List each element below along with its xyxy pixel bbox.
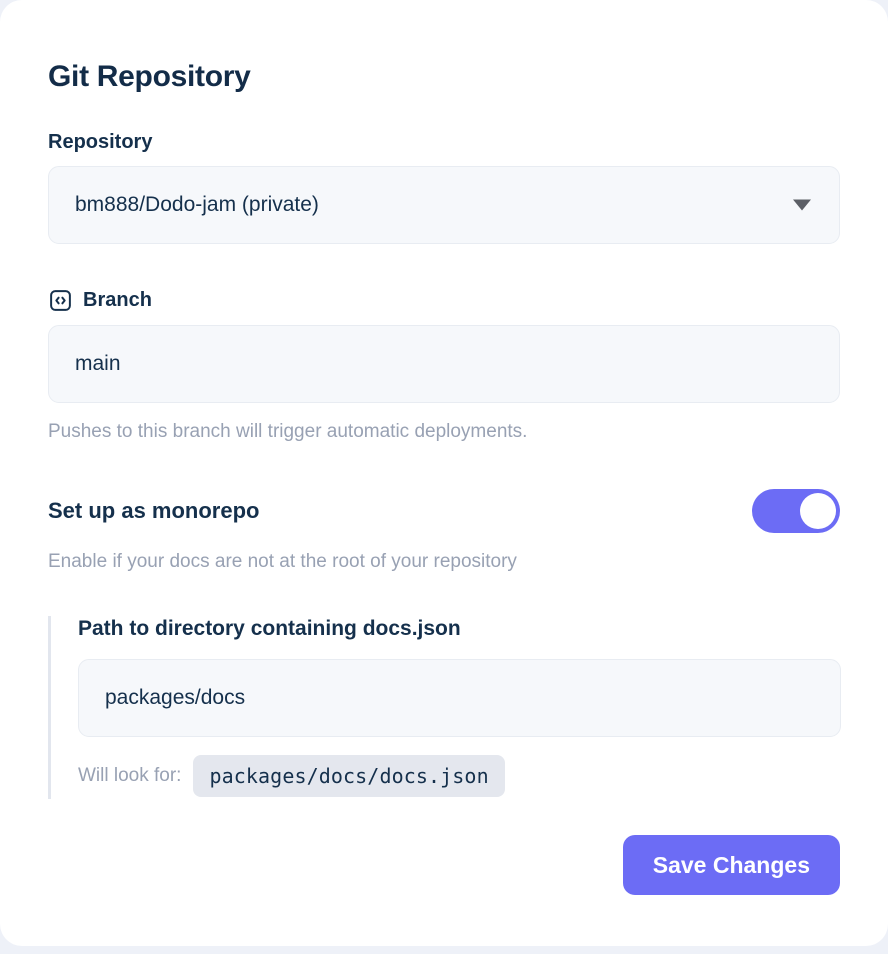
repository-label: Repository (48, 131, 840, 154)
page-title: Git Repository (48, 60, 251, 93)
branch-helper-text: Pushes to this branch will trigger autom… (48, 421, 528, 442)
toggle-knob (800, 492, 836, 529)
chevron-down-icon (793, 199, 811, 211)
path-input[interactable]: packages/docs (78, 659, 841, 738)
path-input-value: packages/docs (105, 686, 246, 710)
card-body: Git Repository Repository bm888/Dodo-jam… (48, 60, 841, 896)
path-heading: Path to directory containing docs.json (78, 617, 461, 641)
monorepo-toggle[interactable] (752, 488, 840, 533)
repository-select[interactable]: bm888/Dodo-jam (private) (48, 166, 840, 244)
will-look-for-path: packages/docs/docs.json (193, 755, 505, 798)
code-square-icon (48, 288, 73, 313)
branch-input-value: main (75, 352, 121, 375)
monorepo-helper-text: Enable if your docs are not at the root … (48, 550, 517, 572)
will-look-for-row: Will look for: packages/docs/docs.json (78, 755, 840, 798)
card-actions: Save Changes (48, 835, 840, 896)
monorepo-toggle-row: Set up as monorepo (48, 488, 840, 533)
repository-label-text: Repository (48, 131, 153, 153)
branch-label: Branch (48, 288, 840, 313)
will-look-for-label: Will look for: (78, 765, 182, 787)
monorepo-path-section: Path to directory containing docs.json p… (48, 616, 841, 800)
monorepo-title: Set up as monorepo (48, 497, 260, 523)
branch-input[interactable]: main (48, 325, 840, 403)
save-changes-button[interactable]: Save Changes (622, 835, 840, 896)
repository-selected-value: bm888/Dodo-jam (private) (75, 193, 319, 216)
branch-label-text: Branch (83, 289, 152, 311)
